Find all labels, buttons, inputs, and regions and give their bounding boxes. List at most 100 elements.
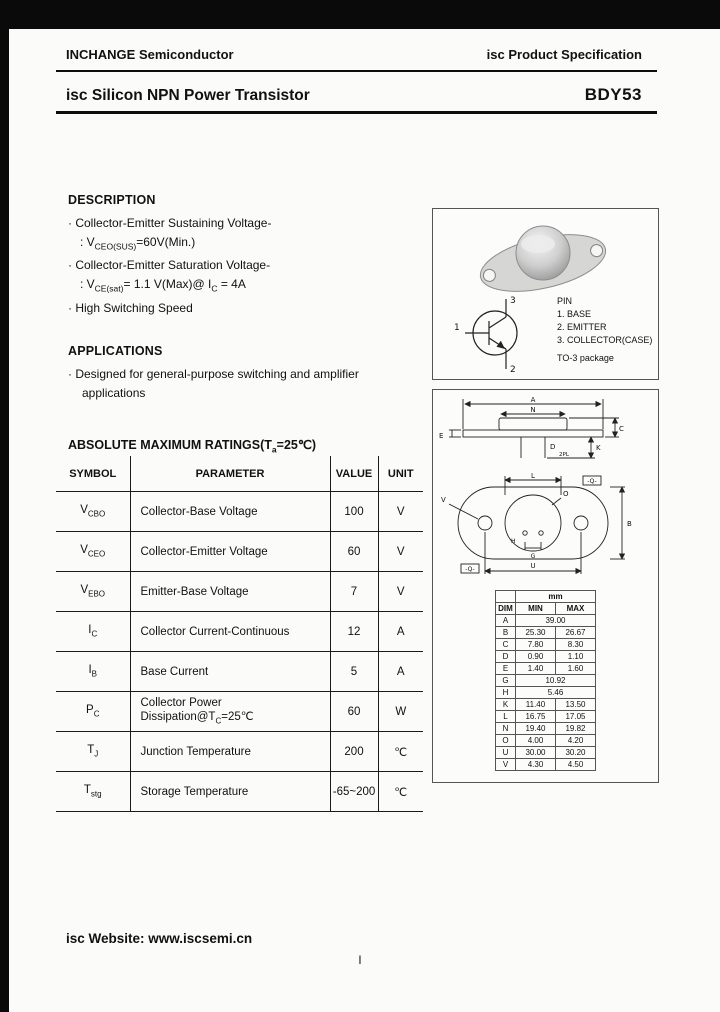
- dim-cell: N: [495, 722, 516, 735]
- dim-label-c: C: [619, 425, 624, 433]
- bullet: ·: [68, 258, 72, 273]
- unit-cell: V: [377, 531, 423, 572]
- dim-cell: 17.05: [555, 710, 596, 723]
- symbol-cell: VCBO: [56, 491, 130, 532]
- npn-symbol: [465, 299, 518, 369]
- value-cell: -65~200: [329, 771, 378, 812]
- value-cell: 60: [329, 691, 378, 732]
- applications-line: · Designed for general-purpose switching…: [68, 365, 433, 384]
- dim-cell: 11.40: [515, 698, 556, 711]
- symbol-cell: VCEO: [56, 531, 130, 572]
- description-text: Collector-Emitter Saturation Voltage-: [75, 258, 271, 273]
- parameter-text: Collector Power Dissipation@T: [140, 697, 222, 724]
- header-rule: [56, 70, 657, 72]
- description-text: : V: [80, 235, 95, 249]
- description-text: = 1.1 V(Max)@ I: [123, 277, 212, 292]
- dim-label-l: L: [531, 472, 535, 480]
- table-header-row: SYMBOL PARAMETER VALUE UNIT: [56, 456, 423, 492]
- symbol-sub: EBO: [88, 589, 106, 599]
- description-line: · High Switching Speed: [68, 299, 433, 318]
- value-cell: 5: [329, 651, 378, 692]
- table-row: IB Base Current 5 A: [56, 651, 423, 692]
- description-text: : V: [80, 277, 95, 292]
- value-cell: 60: [329, 531, 378, 572]
- symbol-cell: TJ: [56, 731, 130, 772]
- table-row: Tstg Storage Temperature -65~200 ℃: [56, 771, 423, 812]
- parameter-text: Storage Temperature: [140, 785, 249, 798]
- parameter-sub: C: [215, 716, 222, 726]
- symbol-sub: CBO: [87, 509, 106, 519]
- parameter-text: Collector Current-Continuous: [140, 625, 290, 638]
- title-text: Silicon NPN Power Transistor: [87, 87, 310, 104]
- symbol-main: V: [80, 504, 88, 517]
- dim-unit-cell: mm: [515, 590, 596, 603]
- page-number-mark: l: [358, 953, 362, 967]
- dim-cell: O: [495, 734, 516, 747]
- description-line: · Collector-Emitter Sustaining Voltage-: [68, 214, 433, 233]
- value-cell: 12: [329, 611, 378, 652]
- dim-col-header: MIN: [515, 602, 556, 615]
- dim-cell: D: [495, 650, 516, 663]
- dim-label-a: A: [531, 396, 536, 404]
- dim-label-b: B: [627, 520, 632, 528]
- parameter-cell: Collector Current-Continuous: [129, 611, 330, 652]
- scan-left-bar: [0, 0, 9, 1012]
- dim-cell: 1.40: [515, 662, 556, 675]
- applications-heading: APPLICATIONS: [68, 344, 163, 358]
- dim-label-k: K: [596, 444, 601, 452]
- table-row: VEBO Emitter-Base Voltage 7 V: [56, 571, 423, 612]
- parameter-cell: Collector-Emitter Voltage: [129, 531, 330, 572]
- dimension-labels: A N C E D 2PL K V L B U G H O -Q- -Q-: [439, 396, 632, 573]
- description-text: =60V(Min.): [136, 235, 196, 249]
- part-number: BDY53: [584, 85, 642, 104]
- parameter-cell: Emitter-Base Voltage: [129, 571, 330, 612]
- dim-cell: E: [495, 662, 516, 675]
- parameter-text: Base Current: [140, 665, 209, 678]
- description-sub: C: [211, 283, 218, 294]
- symbol-sub: B: [91, 669, 98, 679]
- dim-cell: H: [495, 686, 516, 699]
- table-row: PC Collector Power Dissipation@TC=25℃ 60…: [56, 691, 423, 732]
- dim-cell: 7.80: [515, 638, 556, 651]
- ratings-heading-sub: a: [271, 444, 277, 455]
- dim-note-2pl: 2PL: [559, 452, 570, 458]
- symbol-sub: J: [94, 749, 99, 759]
- dim-cell: 13.50: [555, 698, 596, 711]
- dim-label-n: N: [530, 406, 535, 414]
- page-footer: isc Website: www.iscsemi.cn: [66, 931, 252, 946]
- pin-legend-title: PIN: [557, 296, 573, 306]
- table-row: VCEO Collector-Emitter Voltage 60 V: [56, 531, 423, 572]
- dim-cell: 0.90: [515, 650, 556, 663]
- brand-isc: isc: [66, 87, 88, 104]
- symbol-main: P: [86, 704, 94, 717]
- website-label: isc Website:: [66, 931, 145, 946]
- value-cell: 100: [329, 491, 378, 532]
- website-url: www.iscsemi.cn: [148, 931, 253, 946]
- parameter-cell: Base Current: [129, 651, 330, 692]
- dim-cell: 30.20: [555, 746, 596, 759]
- parameter-cell: Storage Temperature: [129, 771, 330, 812]
- package-name: TO-3 package: [557, 353, 614, 363]
- pin-legend-item: 2. EMITTER: [557, 322, 607, 332]
- dim-cell: C: [495, 638, 516, 651]
- ratings-heading: ABSOLUTE MAXIMUM RATINGS(Ta=25℃): [68, 437, 316, 455]
- unit-cell: A: [377, 611, 423, 652]
- dim-cell: L: [495, 710, 516, 723]
- spec-label: isc Product Specification: [487, 47, 642, 62]
- spec-text: Product Specification: [504, 47, 642, 62]
- unit-cell: ℃: [377, 771, 423, 812]
- dim-cell: 30.00: [515, 746, 556, 759]
- dim-label-e: E: [439, 432, 443, 440]
- value-cell: 7: [329, 571, 378, 612]
- dim-label-v: V: [441, 496, 446, 504]
- unit-cell: V: [377, 491, 423, 532]
- bullet: ·: [68, 367, 72, 381]
